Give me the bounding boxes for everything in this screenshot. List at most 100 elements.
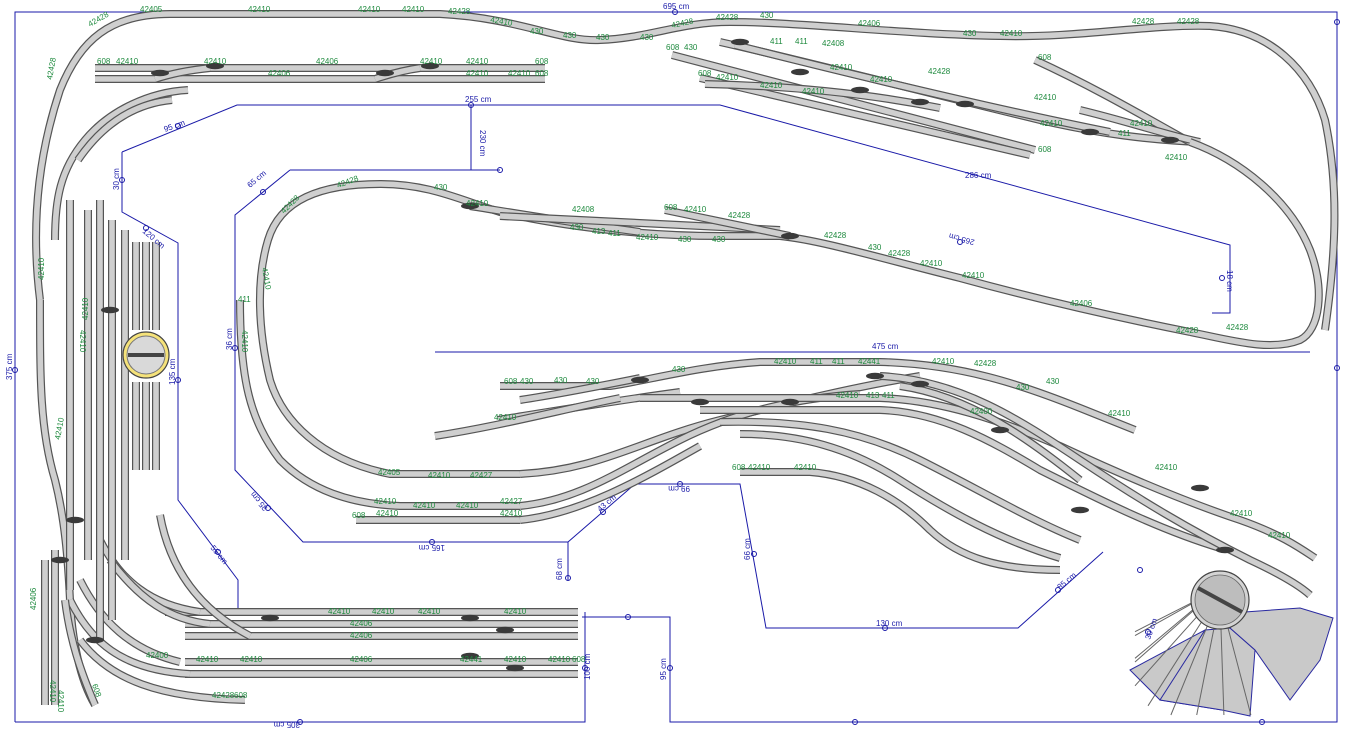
dimension-label: 35 cm (248, 490, 269, 513)
turnout[interactable] (506, 664, 524, 672)
turnout[interactable] (461, 652, 479, 660)
turnout[interactable] (101, 306, 119, 314)
turnout[interactable] (731, 38, 749, 46)
track-label: 42406 (350, 631, 373, 640)
dimension-label: 18 cm (1225, 270, 1234, 292)
track-label: 42428 (716, 13, 739, 22)
turnout[interactable] (461, 202, 479, 210)
track-label: 42406 (29, 587, 38, 610)
stall-track (1196, 628, 1215, 716)
turnout[interactable] (461, 614, 479, 622)
track-label: 42428 (1177, 17, 1200, 26)
turnout[interactable] (496, 626, 514, 634)
track-label: 42410 (794, 463, 817, 472)
turnout[interactable] (421, 62, 439, 70)
turnout[interactable] (781, 232, 799, 240)
turnout[interactable] (51, 556, 69, 564)
track-label: 42410 (420, 57, 443, 66)
track-label: 42410 (374, 497, 397, 506)
turnout[interactable] (956, 100, 974, 108)
track-label: 411 (608, 229, 621, 238)
track-label: 430 (672, 365, 686, 374)
track-label: 42428 (824, 231, 847, 240)
turnout[interactable] (781, 398, 799, 406)
turnout[interactable] (206, 62, 224, 70)
track-label: 42408 (572, 205, 595, 214)
track-segment-bed (1079, 107, 1201, 145)
track-segment (1188, 138, 1323, 350)
track-label: 42405 (378, 468, 401, 477)
track-label: 42410 (802, 87, 825, 96)
turnout[interactable] (1161, 136, 1179, 144)
track-segment-bed (899, 383, 1082, 483)
turnout[interactable] (1081, 128, 1099, 136)
track-segment-bed (671, 52, 1036, 153)
dimension-label: 95 cm (163, 118, 187, 134)
turnout[interactable] (991, 426, 1009, 434)
dimension-label: 99 cm (668, 484, 690, 493)
turnout[interactable] (866, 372, 884, 380)
turnout[interactable] (66, 516, 84, 524)
turnout[interactable] (851, 86, 869, 94)
track-layer (32, 10, 1339, 708)
roundhouse[interactable] (1129, 570, 1334, 717)
stall-track (1147, 621, 1202, 707)
stall-track (1134, 610, 1194, 663)
track-label: 608 (698, 69, 712, 78)
turnout[interactable] (376, 69, 394, 77)
track-label: 42410 (684, 205, 707, 214)
track-label: 430 (963, 29, 977, 38)
track-segment-bed (77, 578, 181, 665)
track-segment-bed (739, 431, 1061, 561)
track-label: 430 (586, 377, 600, 386)
track-label: 42410 (1034, 93, 1057, 102)
track-label: 608 (352, 511, 366, 520)
turnout[interactable] (1191, 484, 1209, 492)
dimension-label: 130 cm (876, 619, 903, 628)
turnout[interactable] (86, 636, 104, 644)
turnout[interactable] (1071, 506, 1089, 514)
track-label: 42428 (212, 691, 235, 700)
turnout[interactable] (151, 69, 169, 77)
turnout[interactable] (691, 398, 709, 406)
track-label: 42410 (81, 297, 90, 320)
track-label: 42410 (466, 69, 489, 78)
track-label: 42410 (372, 607, 395, 616)
track-label: 411 (795, 37, 808, 46)
dimension-label: 695 cm (663, 2, 690, 11)
track-label: 42410 (1040, 119, 1063, 128)
turnout[interactable] (791, 68, 809, 76)
track-label: 42408 (822, 39, 845, 48)
track-label: 42410 (636, 233, 659, 242)
track-label: 430 (712, 235, 726, 244)
track-segment-bed (700, 407, 1221, 551)
track-label: 42410 (48, 680, 57, 703)
turntable-left[interactable] (122, 331, 170, 379)
track-label: 411 (810, 357, 823, 366)
track-segment-bed (62, 599, 98, 707)
track-label: 42428 (45, 56, 58, 80)
track-segment-bed (107, 558, 211, 627)
track-label: 42410 (774, 357, 797, 366)
track-label: 413 (866, 391, 880, 400)
turnout[interactable] (261, 614, 279, 622)
track-label: 411 (1118, 129, 1131, 138)
track-label: 42410 (932, 357, 955, 366)
track-label: 42410 (78, 330, 87, 353)
track-label: 430 (1016, 383, 1030, 392)
track-label: 42400 (146, 651, 169, 660)
track-label: 42406 (1070, 299, 1093, 308)
track-label: 608 (1038, 53, 1052, 62)
track-label: 42410 (1130, 119, 1153, 128)
track-labels: 42428 42405 42410 42410 42410 42428 4241… (29, 5, 1291, 713)
track-label: 608 (234, 691, 248, 700)
turnout[interactable] (911, 98, 929, 106)
turnout[interactable] (1216, 546, 1234, 554)
track-label: 42410 (116, 57, 139, 66)
stall-track (1170, 625, 1208, 716)
track-label: 608 (664, 203, 678, 212)
turnout[interactable] (631, 376, 649, 384)
dimension-label: 286 cm (965, 171, 992, 180)
turnout[interactable] (911, 380, 929, 388)
